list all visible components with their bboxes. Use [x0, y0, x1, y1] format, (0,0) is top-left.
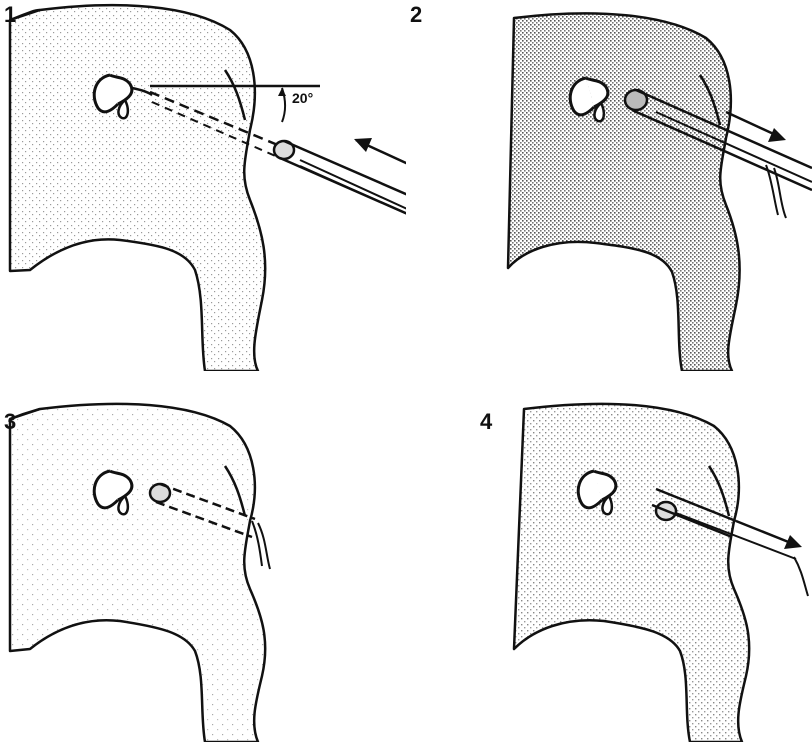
- head-profile: [10, 404, 265, 742]
- angle-label: 20°: [292, 90, 313, 106]
- panel-step-3: 3: [0, 371, 406, 742]
- direction-arrow-icon: [354, 138, 406, 186]
- step-number: 2: [410, 2, 422, 28]
- head-profile: [508, 13, 740, 371]
- head-illustration: [406, 0, 812, 371]
- step-number: 1: [4, 2, 16, 28]
- panel-step-2: 2: [406, 0, 812, 371]
- direction-arrow-icon: [736, 521, 802, 549]
- head-illustration: [0, 371, 406, 742]
- cannula-icon: [274, 141, 406, 266]
- head-profile: [514, 404, 749, 742]
- step-number: 3: [4, 409, 16, 435]
- panel-step-4: 4: [406, 371, 812, 742]
- head-profile: [10, 5, 265, 371]
- step-number: 4: [480, 409, 492, 435]
- head-illustration: [0, 0, 406, 371]
- direction-arrow-icon: [726, 112, 786, 142]
- panel-step-1: 1 20°: [0, 0, 406, 371]
- head-illustration: [406, 371, 812, 742]
